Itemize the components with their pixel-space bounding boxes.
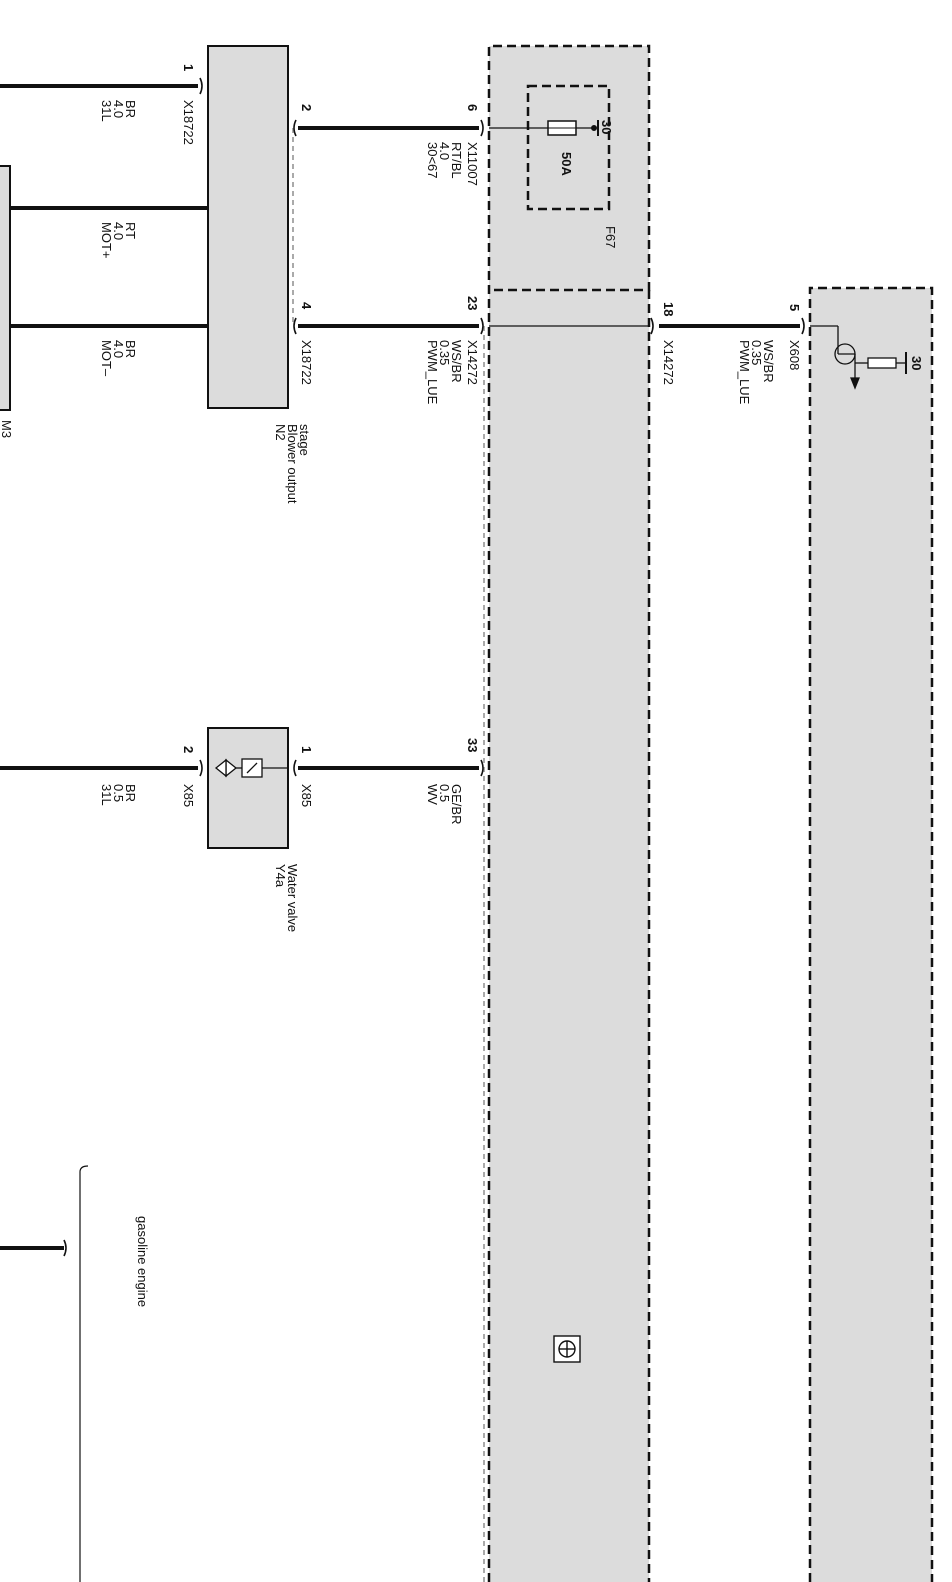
wire-size: 4.0 <box>111 340 126 358</box>
pin-hook <box>63 1239 67 1257</box>
pin-hook <box>293 119 297 137</box>
wire-color: RT/BL <box>449 142 464 179</box>
wire-size: 0.5 <box>111 784 126 802</box>
wire-signal: 31L <box>99 784 114 806</box>
pin-number: 2 <box>181 746 196 753</box>
wire-size: 0.35 <box>749 340 764 365</box>
component-ref: N2 <box>273 424 288 441</box>
valve-symbol <box>214 758 288 778</box>
pin-hook <box>480 119 484 137</box>
wire-signal: 31L <box>99 100 114 122</box>
connector-label: X85 <box>181 784 196 807</box>
wire-signal: MOT+ <box>99 222 114 258</box>
fuse-box-border <box>526 84 611 211</box>
wire-color: RT <box>123 222 138 239</box>
connector-label: X18722 <box>299 340 314 385</box>
pin-number: 1 <box>299 746 314 753</box>
fuse-terminal: 30 <box>599 120 614 134</box>
gasoline-bracket-hook <box>79 1165 89 1173</box>
connector-label: X85 <box>299 784 314 807</box>
wire-color: WS/BR <box>761 340 776 383</box>
connector-label: X14272 <box>661 340 676 385</box>
module-right-shade <box>810 288 932 1582</box>
left-component-box <box>0 165 11 411</box>
service-info-icon[interactable] <box>553 1335 581 1363</box>
module-right-border <box>808 286 934 1582</box>
pin-hook <box>480 317 484 335</box>
connector-label: X11007 <box>465 142 480 186</box>
module-main-shade <box>489 290 649 1582</box>
transistor-symbol <box>834 326 907 390</box>
wire-color: BR <box>123 100 138 118</box>
wire-color: GE/BR <box>449 784 464 824</box>
pin-hook <box>650 317 654 335</box>
pin-number: 6 <box>465 104 480 111</box>
connector-label: X608 <box>787 340 802 370</box>
wire-signal: PWM_LUE <box>737 340 752 405</box>
pin-hook <box>293 317 297 335</box>
pin-hook <box>199 759 203 777</box>
wire-signal: WV <box>425 784 440 805</box>
pin-hook <box>199 77 203 95</box>
pin-number: 4 <box>299 302 314 310</box>
wire-signal: MOT– <box>99 340 114 377</box>
pin-number: 33 <box>465 738 480 752</box>
fuse-rating: 50A <box>559 152 574 176</box>
pin-hook <box>480 759 484 777</box>
pin-hook <box>293 759 297 777</box>
wire-size: 4.0 <box>111 222 126 240</box>
wire-size: 4.0 <box>437 142 452 160</box>
fuse-ref: F67 <box>603 226 618 248</box>
wire-color: WS/BR <box>449 340 464 383</box>
pin-number: 23 <box>465 296 480 310</box>
wire-size: 4.0 <box>111 100 126 118</box>
pin-number: 2 <box>299 104 314 111</box>
wire-signal: 30<67 <box>425 142 440 179</box>
pin-hook <box>801 317 805 335</box>
pin-number: 1 <box>181 64 196 71</box>
wire-size: 0.35 <box>437 340 452 365</box>
module-top-shade <box>489 46 649 290</box>
wire-size: 0.5 <box>437 784 452 802</box>
component-name: stage <box>297 424 312 456</box>
connector-label: X18722 <box>181 100 196 145</box>
pin-number: 18 <box>661 302 676 316</box>
wire-signal: PWM_LUE <box>425 340 440 405</box>
component-ref: Y4a <box>273 864 288 888</box>
y4a-water-valve-box <box>207 727 289 849</box>
wire-color: BR <box>123 340 138 358</box>
variant-note: gasoline engine <box>135 1216 150 1307</box>
component-name: Water valve <box>285 864 300 932</box>
component-ref: M3 <box>0 420 14 438</box>
fuse-symbol <box>547 120 599 136</box>
wire-color: BR <box>123 784 138 802</box>
connector-label: X14272 <box>465 340 480 385</box>
n2-blower-stage-box <box>207 45 289 409</box>
component-name: Blower output <box>285 424 300 504</box>
supply-terminal: 30 <box>909 356 924 370</box>
pin-number: 5 <box>787 304 802 311</box>
module-top-border <box>487 44 651 1582</box>
